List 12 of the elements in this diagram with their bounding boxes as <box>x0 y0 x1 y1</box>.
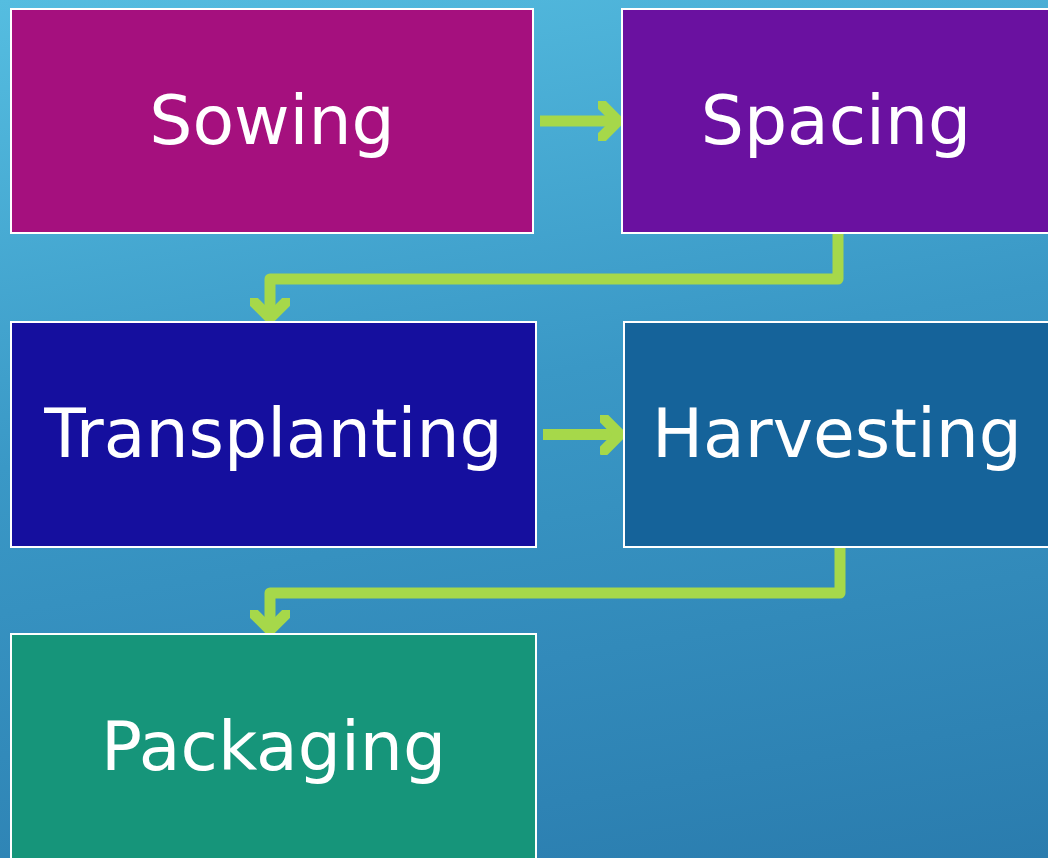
process-box <box>623 321 1048 548</box>
process-box <box>10 8 534 234</box>
arrow <box>248 548 846 636</box>
process-box <box>621 8 1048 234</box>
step-label: Harvesting <box>650 397 1024 472</box>
process-box <box>10 321 537 548</box>
step-label: Sowing <box>148 83 396 159</box>
process-box <box>10 633 537 858</box>
arrow <box>248 234 844 324</box>
step-label: Packaging <box>99 709 448 785</box>
step-label: Spacing <box>699 83 973 159</box>
step-label: Transplanting <box>43 397 504 472</box>
